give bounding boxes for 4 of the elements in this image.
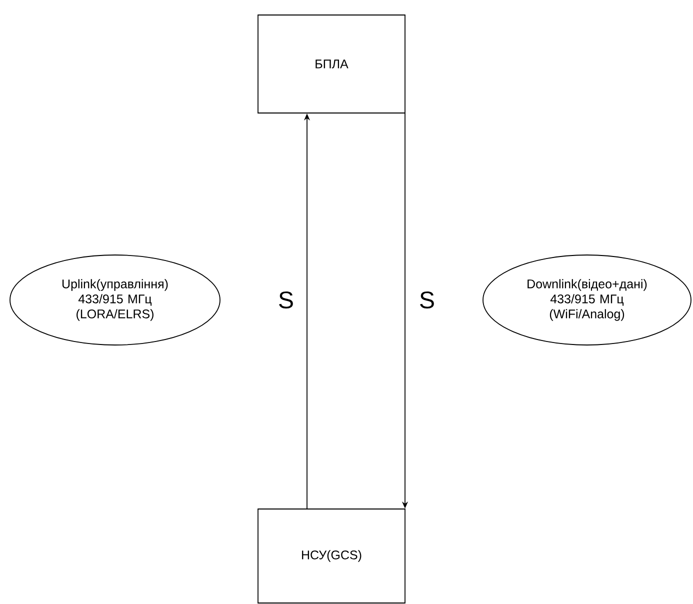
edge-label: S (279, 292, 293, 308)
device-box: БПЛА (258, 14, 406, 114)
edge-label: S (420, 292, 434, 308)
station-box: НСУ(GCS) (258, 508, 406, 604)
